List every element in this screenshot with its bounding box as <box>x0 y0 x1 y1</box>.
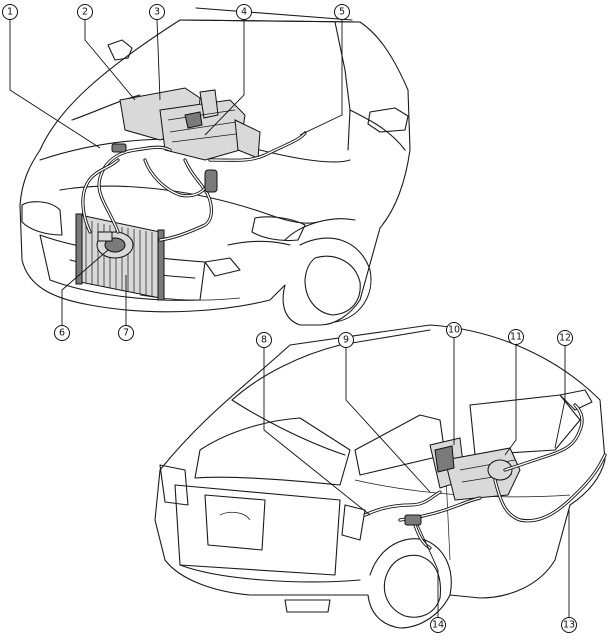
callout-13: 13 <box>561 617 577 633</box>
callout-5: 5 <box>334 4 350 20</box>
callout-7-label: 7 <box>123 328 129 339</box>
leader-lines <box>9 19 570 617</box>
callout-8-label: 8 <box>261 335 267 346</box>
callout-6: 6 <box>54 325 70 341</box>
rear-hvac-unit <box>429 437 521 501</box>
hvac-unit <box>119 87 261 161</box>
ac-compressor <box>96 231 134 259</box>
rear-refrigerant-pipes <box>363 403 607 550</box>
callout-14: 14 <box>430 617 446 633</box>
callout-3: 3 <box>149 4 165 20</box>
callout-1-label: 1 <box>7 7 13 18</box>
callout-14-label: 14 <box>432 620 444 631</box>
callout-9: 9 <box>338 332 354 348</box>
callout-4: 4 <box>236 4 252 20</box>
front-refrigerant-pipes <box>81 131 307 242</box>
rear-vehicle-view <box>154 324 607 629</box>
callout-6-label: 6 <box>59 328 65 339</box>
callout-1: 1 <box>2 4 18 20</box>
callout-4-label: 4 <box>241 7 247 18</box>
callout-9-label: 9 <box>343 335 349 346</box>
front-vehicle-view <box>19 7 411 326</box>
callout-5-label: 5 <box>339 7 345 18</box>
callout-12: 12 <box>557 330 573 346</box>
callout-10: 10 <box>446 322 462 338</box>
callouts: 1 2 3 4 5 6 7 8 <box>2 4 577 633</box>
callout-12-label: 12 <box>559 333 571 344</box>
callout-3-label: 3 <box>154 7 160 18</box>
callout-11: 11 <box>508 329 524 345</box>
callout-2: 2 <box>77 4 93 20</box>
callout-13-label: 13 <box>563 620 575 631</box>
callout-11-label: 11 <box>510 332 522 343</box>
callout-7: 7 <box>118 325 134 341</box>
callout-10-label: 10 <box>448 325 460 336</box>
callout-8: 8 <box>256 332 272 348</box>
callout-2-label: 2 <box>82 7 88 18</box>
